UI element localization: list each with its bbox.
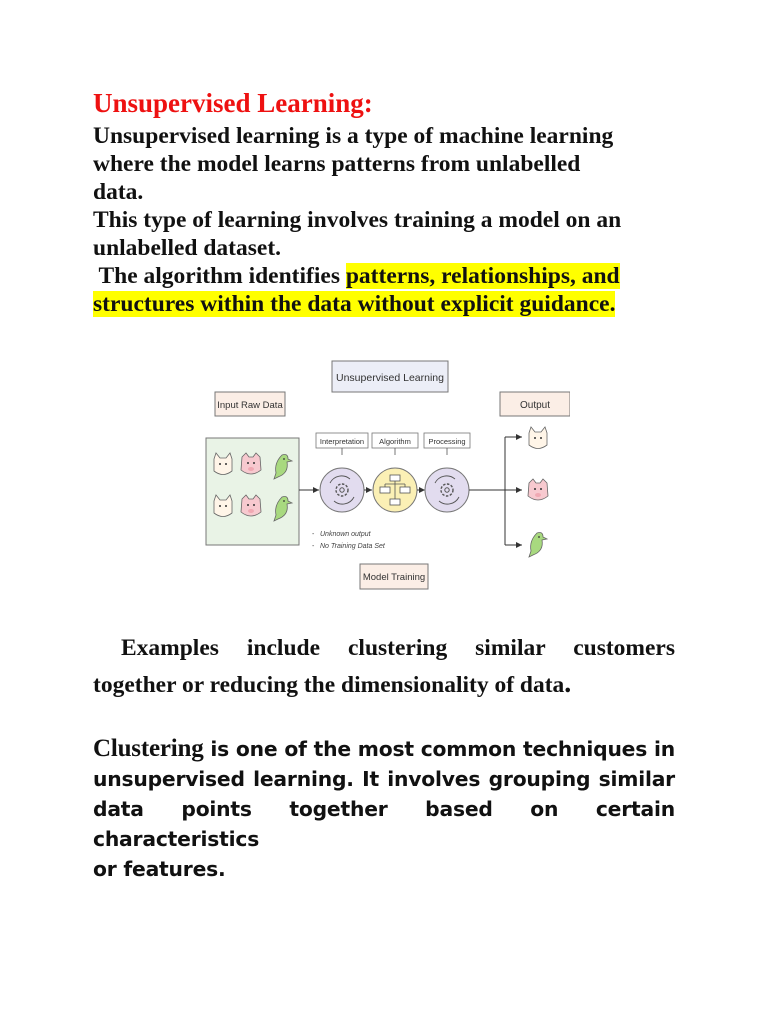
text-line: together or reducing the dimensionality … — [93, 668, 571, 699]
model-training-label: Model Training — [363, 572, 425, 583]
step-label-processing: Processing — [428, 437, 465, 446]
model-training-box — [359, 563, 429, 590]
text-line: unsupervised learning. It involves group… — [93, 767, 675, 791]
diagram-title-box — [331, 360, 449, 393]
unsupervised-learning-diagram: Unsupervised Learning Input Raw Data Out… — [205, 360, 570, 590]
input-label: Input Raw Data — [217, 400, 283, 411]
text-segment: together or reducing the dimensionality … — [93, 672, 565, 698]
text-line: unlabelled dataset. — [93, 235, 282, 261]
bird-icon — [528, 532, 549, 558]
clustering-paragraph: Clustering is one of the most common tec… — [93, 734, 675, 884]
processing-gear-icon — [424, 467, 470, 513]
cat-icon — [213, 452, 233, 475]
algorithm-paragraph: The algorithm identifies patterns, relat… — [93, 262, 675, 318]
output-label-box — [499, 391, 570, 417]
pig-icon — [527, 478, 549, 501]
note-bullet: - — [312, 531, 315, 538]
training-paragraph: This type of learning involves training … — [93, 206, 675, 262]
output-label: Output — [520, 400, 550, 411]
pig-icon — [240, 452, 262, 475]
text-line: where the model learns patterns from unl… — [93, 151, 581, 177]
clustering-term: Clustering — [93, 735, 204, 762]
diagram-title: Unsupervised Learning — [336, 372, 444, 384]
input-data-box — [205, 437, 300, 546]
pig-icon — [240, 494, 262, 517]
text-segment: is one of the most common techniques in — [203, 737, 675, 761]
input-label-box — [214, 391, 286, 417]
interpretation-gear-icon — [319, 467, 365, 513]
highlighted-text: patterns, relationships, and — [345, 263, 620, 289]
note-unknown-output: Unknown output — [320, 531, 372, 538]
text-segment: The algorithm identifies — [93, 263, 346, 289]
text-line: Unsupervised learning is a type of machi… — [93, 123, 614, 149]
examples-paragraph: Examples include clustering similar cust… — [93, 630, 675, 703]
text-line: Clustering is one of the most common tec… — [93, 734, 675, 764]
step-label-algorithm: Algorithm — [379, 437, 411, 446]
bird-icon — [273, 496, 294, 522]
note-no-training-data: No Training Data Set — [320, 543, 386, 550]
note-bullet: - — [312, 543, 315, 550]
text-line: or features. — [93, 857, 226, 881]
highlighted-text: structures within the data without expli… — [93, 291, 616, 317]
text-line: data points together based on certain ch… — [93, 797, 675, 851]
period: . — [564, 668, 572, 699]
text-line: This type of learning involves training … — [93, 207, 622, 233]
page-title: Unsupervised Learning: — [93, 88, 373, 118]
step-label-interpretation: Interpretation — [320, 437, 364, 446]
text-line: Examples include clustering similar cust… — [93, 635, 676, 661]
cat-icon — [528, 426, 548, 449]
bird-icon — [273, 454, 294, 480]
definition-paragraph: Unsupervised learning is a type of machi… — [93, 122, 675, 206]
cat-icon — [213, 494, 233, 517]
text-line: data. — [93, 179, 144, 205]
algorithm-flowchart-icon — [372, 467, 418, 513]
